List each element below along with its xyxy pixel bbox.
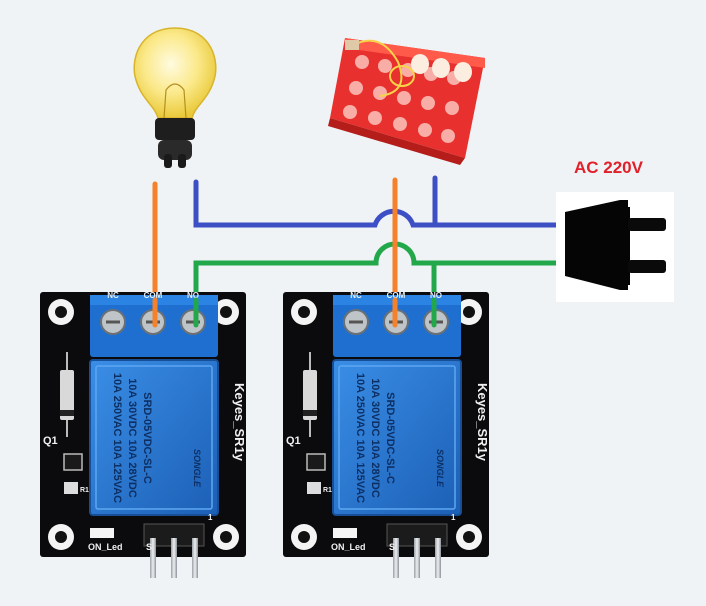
- terminal-label-nc: NC: [350, 291, 362, 300]
- pin-number: 1: [451, 513, 456, 522]
- wires: [152, 175, 568, 328]
- module-brand-marking: Keyes_SR1y: [475, 383, 490, 462]
- relay-spec-line: 10A 30VDC 10A 28VDC: [369, 378, 381, 498]
- wire-terminations: [152, 297, 437, 328]
- terminal-label-com: COM: [144, 291, 163, 300]
- resistor-label: R1: [80, 487, 89, 494]
- ac-voltage-label: AC 220V: [574, 158, 644, 177]
- signal-pin-label: S: [389, 542, 395, 552]
- terminal-label-no: NO: [430, 291, 442, 300]
- relay-spec-line: 10A 250VAC 10A 125VAC: [111, 373, 123, 503]
- pin-number: 1: [208, 513, 213, 522]
- relay-brand: SONGLE: [192, 449, 202, 488]
- relay-brand: SONGLE: [435, 449, 445, 488]
- light-bulb-icon: [133, 27, 217, 168]
- terminal-label-com: COM: [387, 291, 406, 300]
- led-label: ON_Led: [88, 542, 123, 552]
- relay-spec-line: SRD-05VDC-SL-C: [384, 392, 396, 484]
- relay-spec-line: 10A 250VAC 10A 125VAC: [354, 373, 366, 503]
- neutral-wire: [193, 179, 568, 228]
- module-brand: Keyes_SR1y: [475, 383, 490, 462]
- module-brand: Keyes_SR1y: [232, 383, 247, 462]
- relay-spec-line: 10A 30VDC 10A 28VDC: [126, 378, 138, 498]
- ac-plug-icon: [556, 192, 674, 302]
- egg-incubator-tray-icon: [328, 38, 485, 165]
- relay-spec-line: SRD-05VDC-SL-C: [141, 392, 153, 484]
- terminal-label-nc: NC: [107, 291, 119, 300]
- signal-pin-label: S: [146, 542, 152, 552]
- module-brand-marking: Keyes_SR1y: [232, 383, 247, 462]
- transistor-label: Q1: [43, 435, 58, 447]
- transistor-label: Q1: [286, 435, 301, 447]
- resistor-label: R1: [323, 487, 332, 494]
- led-label: ON_Led: [331, 542, 366, 552]
- terminal-label-no: NO: [187, 291, 199, 300]
